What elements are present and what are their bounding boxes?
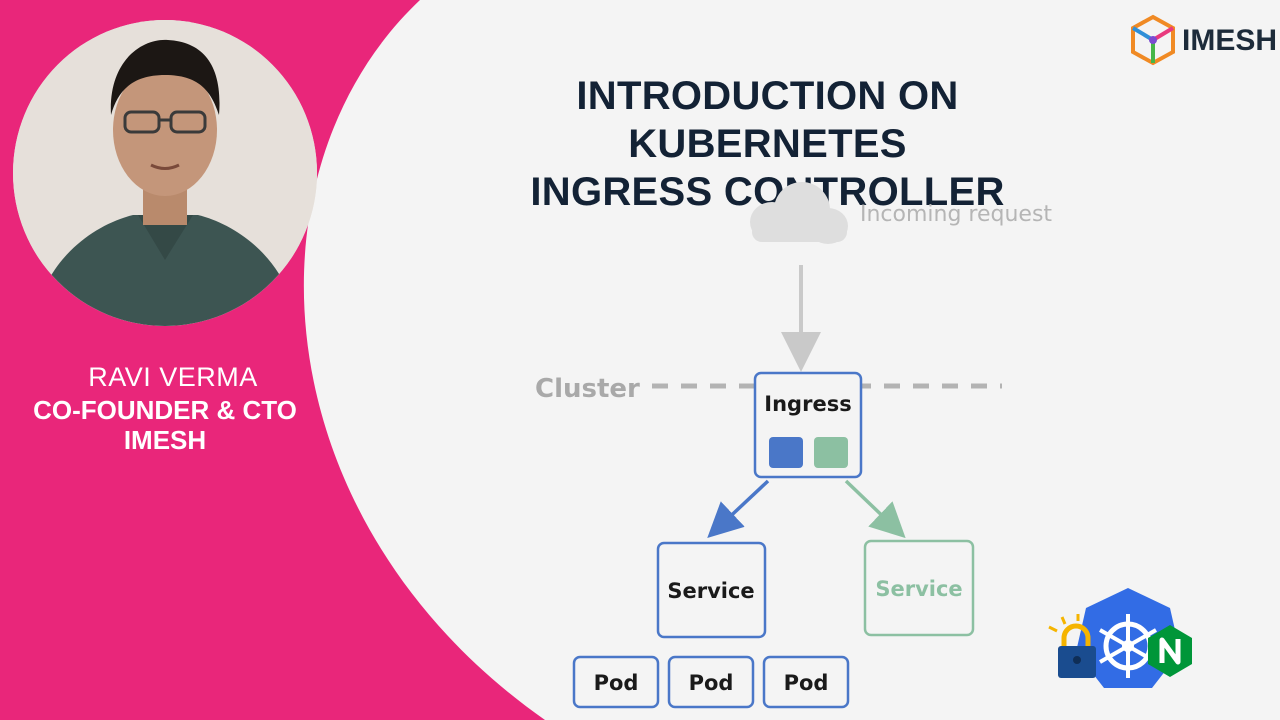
service-label-secondary: Service (875, 577, 962, 601)
cluster-label: Cluster (535, 374, 640, 404)
ingress-rule-blue (769, 437, 803, 468)
pod-box (572, 655, 660, 709)
speaker-role: CO-FOUNDER & CTO (33, 395, 297, 425)
pod-label: Pod (594, 671, 639, 695)
brand-name: IMESH (1182, 24, 1278, 57)
route-arrow-primary (707, 479, 770, 538)
nginx-icon (1148, 625, 1192, 677)
service-label-primary: Service (667, 579, 754, 603)
speaker-photo (13, 20, 317, 326)
imesh-logo-icon (1131, 14, 1175, 66)
route-arrow-secondary (844, 479, 906, 539)
title-line-1: INTRODUCTION ON KUBERNETES (576, 74, 959, 166)
ingress-label: Ingress (764, 392, 851, 416)
cloud-icon (750, 182, 848, 244)
pod-label: Pod (689, 671, 734, 695)
pod-label: Pod (784, 671, 829, 695)
lock-icon (1048, 614, 1096, 678)
speaker-name: RAVI VERMA (88, 362, 258, 392)
pod-box (762, 655, 850, 709)
pod-box (667, 655, 755, 709)
ingress-rule-green (814, 437, 848, 468)
service-box-primary (656, 541, 767, 639)
service-box-secondary (863, 539, 975, 637)
incoming-request-label: Incoming request (860, 202, 1052, 227)
speaker-company: IMESH (123, 425, 207, 455)
